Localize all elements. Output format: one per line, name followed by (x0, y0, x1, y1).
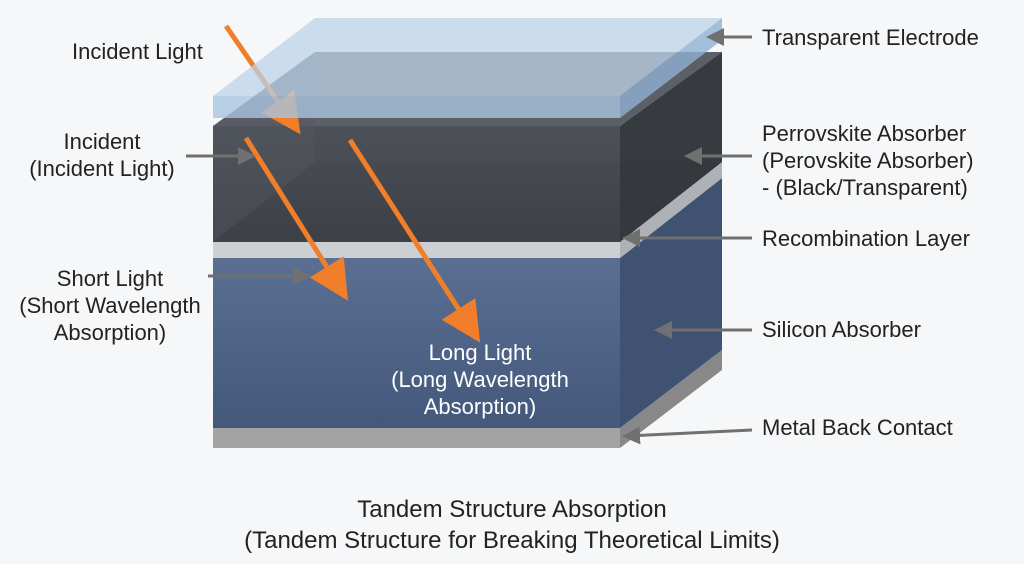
incident-light-label: Incident Light (72, 38, 203, 65)
short-light-line3: Absorption) (53, 320, 167, 345)
metal-back-contact-text: Metal Back Contact (762, 415, 953, 440)
caption-line1: Tandem Structure Absorption (357, 496, 667, 523)
perovskite-line2: (Perovskite Absorber) (762, 148, 974, 173)
short-light-label: Short Light (Short Wavelength Absorption… (10, 265, 210, 346)
long-light-label: Long Light (Long Wavelength Absorption) (355, 339, 605, 420)
incident-label-line2: (Incident Light) (29, 156, 175, 181)
short-wavelength-ray (243, 136, 348, 301)
diagram-caption: Tandem Structure Absorption (Tandem Stru… (0, 494, 1024, 556)
incident-label-line1: Incident (63, 129, 141, 154)
silicon-absorber-label: Silicon Absorber (762, 316, 921, 343)
transparent-electrode-layer (213, 18, 722, 118)
perovskite-line1: Perrovskite Absorber (762, 121, 967, 146)
perovskite-absorber-label: Perrovskite Absorber (Perovskite Absorbe… (762, 120, 974, 201)
silicon-absorber-text: Silicon Absorber (762, 317, 921, 342)
short-light-line1: Short Light (56, 266, 164, 291)
incident-label: Incident (Incident Light) (22, 128, 182, 182)
transparent-electrode-label: Transparent Electrode (762, 24, 979, 51)
recombination-layer-label: Recombination Layer (762, 225, 970, 252)
metal-back-contact-layer (213, 350, 722, 448)
metal-back-contact-label: Metal Back Contact (762, 414, 953, 441)
pointer-metal-contact (622, 426, 753, 445)
perovskite-line3: - (Black/Transparent) (762, 175, 968, 200)
long-wavelength-ray (347, 138, 481, 343)
transparent-electrode-text: Transparent Electrode (762, 25, 979, 50)
incident-light-text: Incident Light (72, 39, 203, 64)
pointer-arrows (186, 28, 753, 445)
long-light-line2: (Long Wavelength (391, 367, 569, 392)
long-light-line3: Absorption) (423, 394, 537, 419)
short-light-line2: (Short Wavelength (19, 293, 201, 318)
recombination-layer-text: Recombination Layer (762, 226, 970, 251)
caption-line2: (Tandem Structure for Breaking Theoretic… (244, 527, 780, 554)
long-light-line1: Long Light (428, 340, 532, 365)
